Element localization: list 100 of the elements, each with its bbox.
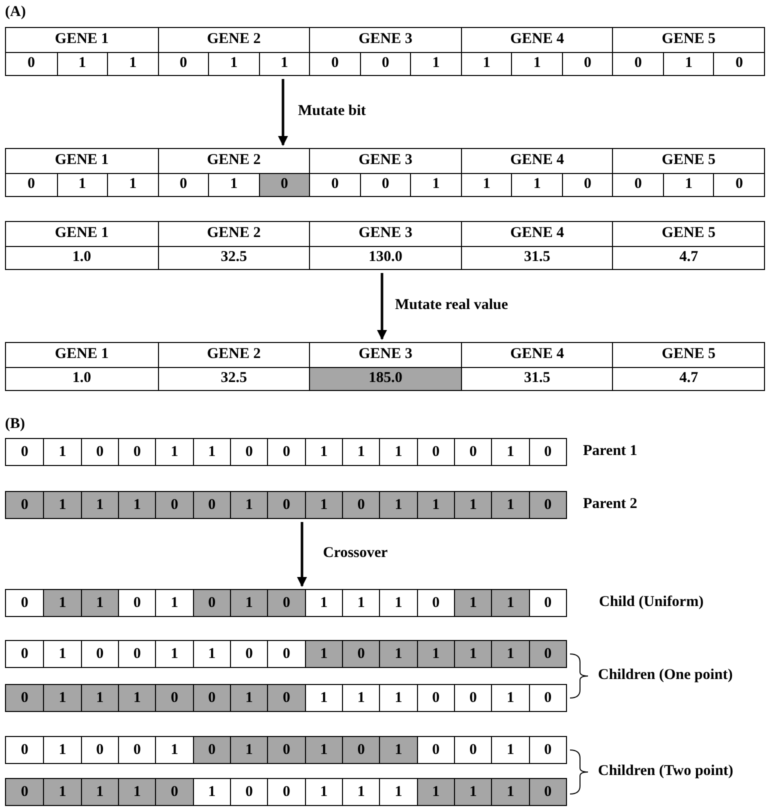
value-cell: 31.5 [460,246,612,269]
bit-cell: 1 [491,641,529,667]
bit-cell: 0 [416,737,454,763]
gene-header: GENE 2 [158,343,310,366]
bit-cell: 1 [304,590,342,616]
bit-cell: 0 [267,685,305,711]
bit-cell: 0 [118,439,156,465]
bit-cell: 1 [379,439,417,465]
bit-cell: 1 [416,641,454,667]
bit-cell: 1 [454,641,492,667]
gene-header: GENE 5 [612,222,764,246]
group-label: Children (Two point) [598,763,734,780]
bit-cell: 1 [410,172,461,196]
bit-cell: 1 [192,641,230,667]
value-cell: 32.5 [158,246,310,269]
bit-cell: 0 [360,52,410,75]
bit-cell: 1 [80,685,118,711]
bit-cell: 0 [118,590,156,616]
bit-cell: 1 [43,439,81,465]
bit-cell: 1 [43,685,81,711]
bit-cell: 0 [192,492,230,518]
bit-cell: 0 [230,779,268,805]
bit-cell: 0 [528,439,566,465]
chromosome-table [5,221,765,270]
bit-cell: 0 [158,172,208,196]
bit-cell: 1 [304,779,342,805]
bit-cell: 0 [192,590,230,616]
bit-cell: 1 [43,737,81,763]
bit-cell: 1 [454,779,492,805]
bit-cell: 1 [304,737,342,763]
chromosome-table [5,640,567,668]
bit-cell: 0 [158,52,208,75]
bit-cell: 0 [6,779,44,805]
chromosome-table [5,438,567,466]
bit-cell: 1 [155,641,193,667]
bit-cell: 0 [267,590,305,616]
bit-cell: 1 [107,52,158,75]
gene-header: GENE 3 [309,149,461,172]
value-cell: 1.0 [6,246,158,269]
bit-cell: 0 [192,685,230,711]
chromosome-table [5,589,567,617]
bit-cell: 1 [410,52,461,75]
bit-cell: 1 [56,172,108,196]
gene-header: GENE 2 [158,222,310,246]
chromosome-table [5,148,765,197]
bit-cell: 0 [309,52,360,75]
bit-cell: 1 [107,172,158,196]
bit-cell: 0 [192,737,230,763]
group-label: Children (One point) [598,667,733,684]
bit-cell: 0 [6,172,57,196]
value-cell: 31.5 [460,366,612,390]
bit-cell: 0 [342,492,380,518]
bit-cell: 1 [304,685,342,711]
bit-cell: 1 [43,641,81,667]
bit-cell: 1 [304,439,342,465]
bit-cell: 0 [360,172,410,196]
chromosome-table [5,27,765,76]
gene-header: GENE 4 [460,222,612,246]
gene-header: GENE 5 [612,343,764,366]
bit-cell: 0 [230,641,268,667]
bit-cell: 1 [511,52,562,75]
gene-header: GENE 5 [612,28,764,52]
value-cell: 4.7 [612,246,764,269]
bit-cell: 0 [612,172,663,196]
bit-cell: 0 [267,492,305,518]
bit-cell: 1 [230,737,268,763]
bit-cell: 0 [230,439,268,465]
gene-header: GENE 1 [54,345,110,364]
bit-cell: 0 [528,492,566,518]
bit-cell: 1 [80,492,118,518]
bit-cell: 1 [454,492,492,518]
chromosome-table [5,684,567,712]
bit-cell: 1 [416,492,454,518]
arrow [278,79,288,146]
bit-cell: 0 [6,685,44,711]
bit-cell: 1 [379,492,417,518]
bit-cell: 0 [528,737,566,763]
bit-cell: 0 [562,172,612,196]
bit-cell: 0 [562,52,612,75]
bit-cell: 1 [416,779,454,805]
bit-cell-text: 0 [20,740,30,760]
gene-header: GENE 1 [54,30,110,50]
bit-cell: 0 [454,685,492,711]
bit-cell: 0 [118,737,156,763]
value-cell: 4.7 [612,366,764,390]
row-label: Parent 2 [583,496,638,512]
bit-cell: 1 [43,590,81,616]
bit-cell: 1 [662,52,714,75]
row-label: Parent 1 [583,443,638,460]
bit-cell: 0 [713,172,764,196]
bit-cell: 1 [460,52,512,75]
bit-cell: 1 [379,641,417,667]
bit-cell: 0 [80,737,118,763]
bit-cell: 1 [304,492,342,518]
chromosome-table [5,491,567,519]
bit-cell: 1 [379,737,417,763]
gene-header: GENE 3 [309,28,461,52]
bit-cell: 1 [208,52,259,75]
row-label: Child (Uniform) [599,594,704,610]
bit-cell: 1 [460,172,512,196]
